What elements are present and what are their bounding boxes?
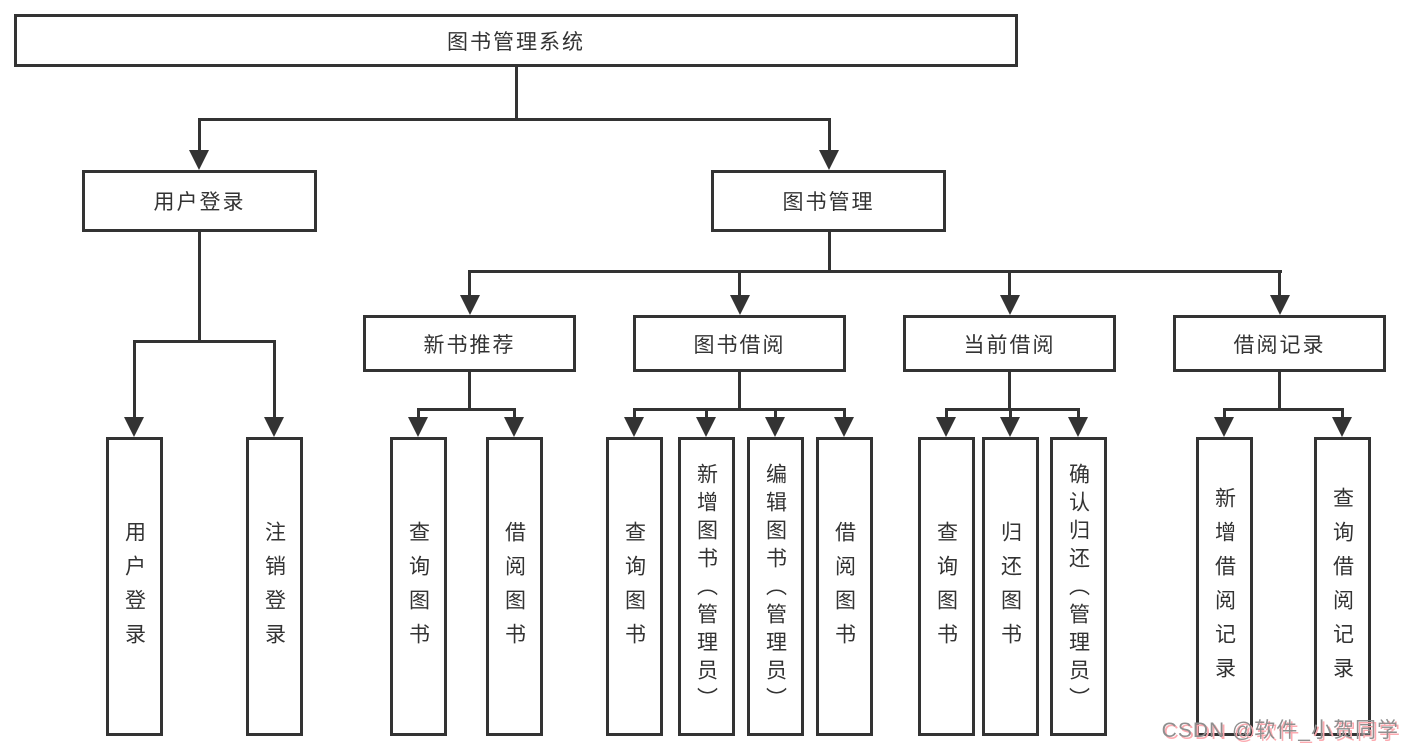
connector-line [132,343,136,417]
node-current-borrowing: 当前借阅 [903,315,1116,372]
connector-line [468,372,471,411]
connector-line [944,408,1080,411]
connector-line [738,372,741,411]
connector-line [512,411,516,417]
leaf-query-books-borrowing: 查询图书 [605,437,663,736]
connector-line [1278,372,1281,411]
connector-line [468,270,1282,273]
arrow-down-icon [765,417,785,437]
arrow-down-icon [1214,417,1234,437]
node-user-login: 用户登录 [82,170,317,232]
leaf-return-books: 归还图书 [981,437,1039,736]
connector-line [197,121,201,150]
connector-line [1008,273,1011,295]
connector-line [704,411,708,417]
connector-line [827,121,831,150]
leaf-query-borrow-record: 查询借阅记录 [1313,437,1371,736]
arrow-down-icon [1332,417,1352,437]
leaf-user-login: 用户登录 [105,437,163,736]
connector-line [1076,411,1080,417]
connector-line [1008,411,1012,417]
node-new-book-recommend: 新书推荐 [363,315,576,372]
connector-line [773,411,777,417]
leaf-add-books-admin: 新增图书（管理员） [677,437,735,736]
connector-line [197,232,201,343]
csdn-watermark: CSDN @软件_小贺同学 [1161,719,1399,742]
arrow-down-icon [819,150,839,170]
arrow-down-icon [504,417,524,437]
arrow-down-icon [408,417,428,437]
arrow-down-icon [729,295,750,315]
connector-line [632,411,636,417]
connector-line [514,67,518,121]
arrow-down-icon [696,417,716,437]
connector-line [468,273,471,295]
connector-line [1222,411,1226,417]
arrow-down-icon [189,150,209,170]
arrow-down-icon [624,417,644,437]
leaf-query-books-current: 查询图书 [917,437,975,736]
arrow-down-icon [834,417,854,437]
connector-line [944,411,948,417]
leaf-add-borrow-record: 新增借阅记录 [1195,437,1253,736]
connector-line [842,411,846,417]
connector-line [827,232,831,273]
arrow-down-icon [936,417,956,437]
connector-line [416,408,516,411]
leaf-logout: 注销登录 [245,437,303,736]
node-book-borrowing: 图书借阅 [633,315,846,372]
connector-line [416,411,420,417]
arrow-down-icon [1269,295,1290,315]
node-book-management: 图书管理 [711,170,946,232]
connector-line [632,408,846,411]
leaf-borrow-books-borrowing: 借阅图书 [815,437,873,736]
arrow-down-icon [999,295,1020,315]
connector-line [132,340,276,343]
connector-line [1278,273,1281,295]
arrow-down-icon [459,295,480,315]
arrow-down-icon [264,417,284,437]
connector-line [738,273,741,295]
arrow-down-icon [1000,417,1020,437]
leaf-query-books-recommend: 查询图书 [389,437,447,736]
connector-line [197,118,831,121]
leaf-edit-books-admin: 编辑图书（管理员） [746,437,804,736]
arrow-down-icon [124,417,144,437]
connector-line [1222,408,1344,411]
node-library-management-system: 图书管理系统 [14,14,1018,67]
connector-line [1340,411,1344,417]
arrow-down-icon [1068,417,1088,437]
node-borrowing-records: 借阅记录 [1173,315,1386,372]
leaf-confirm-return-admin: 确认归还（管理员） [1049,437,1107,736]
connector-line [272,343,276,417]
connector-line [1008,372,1011,411]
leaf-borrow-books-recommend: 借阅图书 [485,437,543,736]
